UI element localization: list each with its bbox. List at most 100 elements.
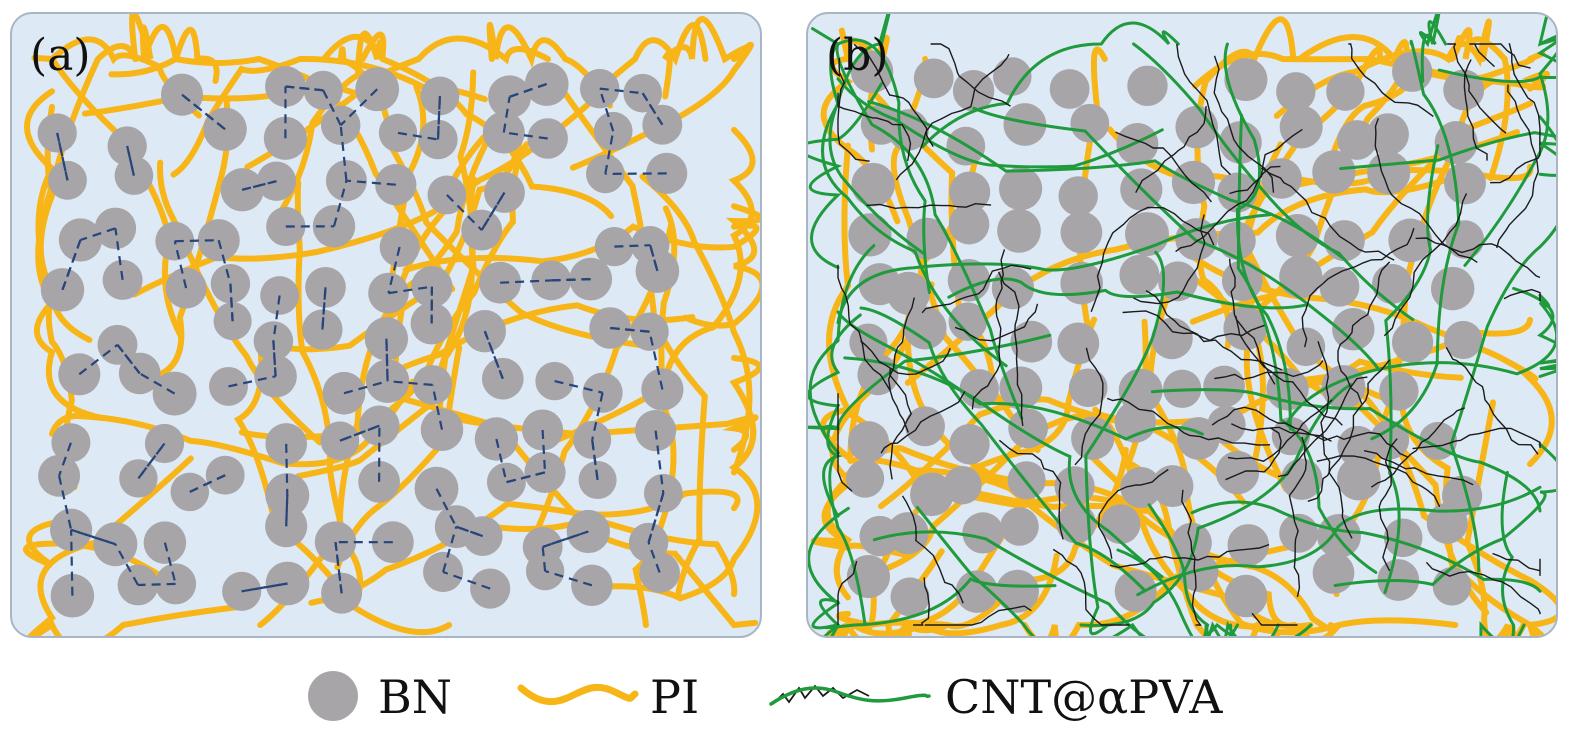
bn-particle	[119, 459, 158, 498]
pva-chain	[1225, 427, 1282, 481]
network-link	[591, 439, 599, 481]
network-link	[241, 180, 277, 191]
bn-particle	[1151, 465, 1194, 508]
network-link	[229, 283, 234, 322]
bn-particle	[905, 406, 945, 447]
bn-particle	[535, 361, 574, 401]
pi-strand	[1449, 27, 1511, 182]
panel-a-label: (a)	[30, 30, 91, 81]
pva-chain	[1231, 423, 1409, 458]
bn-particle	[1286, 327, 1326, 367]
bn-circle-icon	[308, 671, 358, 721]
pva-chain	[837, 393, 853, 492]
cnt-strand	[1190, 500, 1542, 593]
bn-particle	[1070, 103, 1110, 143]
bn-particle	[886, 271, 931, 315]
network-link	[442, 526, 458, 573]
pva-chain	[1052, 548, 1130, 626]
pva-chain	[1106, 397, 1271, 446]
bn-particle	[1175, 105, 1218, 149]
pi-strand	[269, 30, 387, 228]
pva-chain	[1229, 128, 1303, 195]
bn-particle	[948, 302, 988, 341]
bn-particle	[1008, 408, 1048, 449]
bn-particle	[1003, 103, 1047, 146]
network-link	[217, 239, 232, 284]
pva-chain	[1492, 552, 1541, 576]
bn-particle	[952, 70, 995, 112]
network-link	[480, 191, 506, 231]
network-link	[542, 530, 589, 548]
cnt-strand	[843, 356, 1164, 579]
bn-particle	[959, 369, 999, 409]
pva-chain	[1425, 561, 1541, 615]
pva-chain	[1109, 543, 1270, 569]
bn-particle	[848, 421, 889, 463]
pi-strand	[1361, 393, 1556, 636]
network-link	[647, 492, 665, 543]
cnt-strand	[1339, 131, 1556, 177]
network-link	[591, 392, 604, 441]
cnt-strand	[1132, 42, 1415, 321]
bn-particle	[481, 357, 524, 400]
pva-chain	[837, 264, 909, 433]
bn-particle	[1118, 368, 1163, 413]
bn-particle	[1119, 254, 1160, 295]
bn-particle	[265, 423, 307, 465]
network-link	[648, 331, 664, 390]
cnt-strand	[836, 213, 1272, 325]
legend: BN PI CNT@αPVA	[0, 658, 1575, 730]
bn-particle	[846, 459, 885, 498]
legend-label-pi: PI	[650, 670, 700, 724]
pi-strand	[436, 69, 477, 422]
cnt-strand	[1079, 383, 1353, 628]
cnt-strand	[1150, 388, 1542, 513]
bn-particle	[1227, 524, 1270, 566]
bn-particle	[1217, 221, 1256, 260]
pva-chain	[1213, 55, 1275, 193]
network-link	[56, 132, 69, 181]
cnt-strand	[1449, 115, 1556, 573]
bn-particle	[1116, 123, 1159, 165]
bn-particle	[569, 257, 613, 301]
bn-particle	[995, 569, 1040, 613]
network-link	[495, 438, 508, 483]
network-link	[137, 582, 176, 587]
bn-particle	[1367, 113, 1409, 156]
legend-label-bn: BN	[378, 670, 453, 724]
cnt-strand	[819, 576, 1057, 630]
pi-strand	[23, 520, 182, 591]
pva-chain	[1301, 227, 1415, 348]
pva-chain	[1412, 427, 1541, 450]
pva-chain	[1228, 258, 1276, 385]
cnt-strand	[1333, 442, 1556, 587]
cnt-strand	[867, 100, 1347, 261]
pva-chain	[1348, 43, 1434, 117]
cnt-strand	[836, 310, 1204, 441]
pva-chain	[921, 264, 1032, 314]
cnt-strand	[836, 77, 1164, 169]
network-link	[285, 443, 289, 496]
pva-chain	[1135, 106, 1207, 194]
pva-chain	[998, 439, 1064, 540]
bn-particle	[1317, 514, 1361, 558]
network-link	[322, 89, 342, 126]
network-link	[388, 285, 433, 295]
network-link	[387, 380, 433, 386]
pva-chain	[1090, 206, 1215, 313]
pva-chain	[1074, 347, 1104, 466]
network-link	[641, 92, 664, 126]
network-link	[70, 528, 116, 546]
pva-chain	[1288, 436, 1308, 598]
network-link	[614, 244, 651, 248]
pi-strand	[576, 355, 760, 602]
pva-chain	[954, 303, 1039, 342]
conduction-network	[56, 82, 667, 596]
pi-strand	[541, 126, 756, 449]
cnt-strand	[1463, 35, 1556, 267]
bn-particle	[623, 73, 662, 113]
bn-particle	[848, 213, 892, 257]
bn-particle	[1372, 263, 1412, 304]
bn-particle	[1054, 466, 1095, 507]
pva-chain	[1370, 407, 1466, 488]
